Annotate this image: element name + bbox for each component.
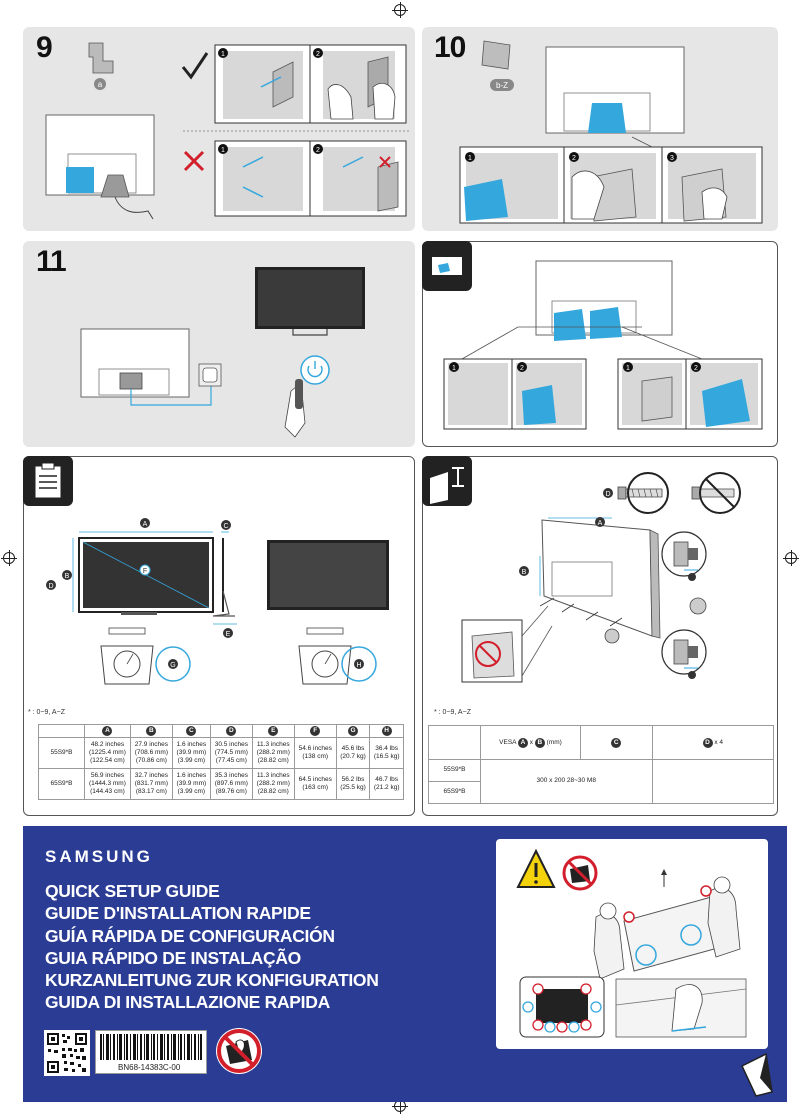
spec-col-e: E	[268, 726, 279, 736]
vesa-model: 65S9*B	[428, 781, 481, 804]
vesa-model: 55S9*B	[428, 759, 481, 782]
product-code: BN68-14383C-00	[118, 1063, 181, 1072]
part-a-label: a	[98, 80, 103, 89]
bracket-part-icon	[88, 42, 114, 74]
spec-col-d: D	[226, 726, 237, 736]
dim-e-label: E	[226, 631, 231, 638]
vesa-a-badge: A	[517, 737, 528, 748]
guide-title-it: GUIDA DI INSTALLAZIONE RAPIDA	[45, 992, 330, 1013]
dim-a-label: A	[143, 521, 148, 528]
vesa-unit-label: (mm)	[546, 738, 562, 746]
step-9-number: 9	[36, 31, 53, 64]
dim-f-label: F	[143, 568, 147, 575]
spec-col-f: F	[310, 726, 321, 736]
spec-hint-text: * : 0~9, A~Z	[28, 709, 65, 716]
guide-title-fr: GUIDE D'INSTALLATION RAPIDE	[45, 903, 311, 924]
vesa-hint-text: * : 0~9, A~Z	[434, 709, 471, 716]
spec-col-g: G	[348, 726, 359, 736]
table-row: 55S9*B 300 x 200 28~30 M8	[428, 759, 774, 804]
svg-text:2: 2	[694, 365, 698, 372]
vesa-x-label: x	[529, 738, 534, 746]
guide-titles: QUICK SETUP GUIDE GUIDE D'INSTALLATION R…	[45, 880, 379, 1014]
table-row: 55S9*B 48.2 inches(1225.4 mm)(122.54 cm)…	[38, 737, 404, 769]
screw-d-label: D	[605, 491, 610, 498]
check-mark-icon	[181, 52, 209, 80]
spec-model: 55S9*B	[38, 737, 85, 769]
page-curl-icon	[741, 1052, 773, 1097]
spec-col-b: B	[146, 726, 157, 736]
step-10-number: 10	[434, 31, 466, 64]
crop-mark-icon-right	[783, 550, 799, 566]
carry-illustration	[516, 848, 747, 1038]
spec-col-h: H	[381, 726, 392, 736]
svg-text:1: 1	[626, 365, 630, 372]
dim-d-label: D	[48, 583, 53, 590]
power-button-icon	[300, 355, 330, 385]
dim-c-label: C	[223, 523, 228, 530]
dim-b-label: B	[65, 573, 70, 580]
wall-mount-illustration: D A B	[422, 456, 741, 683]
cover-remove-illustration: 1 2 1 2	[422, 241, 763, 430]
scale-icon-h: H	[298, 627, 377, 685]
vesa-value: 300 x 200 28~30 M8	[480, 759, 653, 804]
guide-title-es: GUÍA RÁPIDA DE CONFIGURACIÓN	[45, 925, 335, 946]
guide-title-pt: GUIA RÁPIDO DE INSTALAÇÃO	[45, 947, 301, 968]
brand-logo: SAMSUNG	[45, 847, 153, 866]
vesa-col-d-suffix: x 4	[714, 738, 723, 746]
scale-icon-g: G	[100, 627, 191, 685]
vesa-col-c: C	[611, 737, 622, 748]
qr-code-icon	[44, 1030, 90, 1076]
step-11-illustration	[80, 267, 365, 438]
dim-g-label: G	[170, 662, 175, 669]
crop-mark-icon-left	[1, 550, 17, 566]
part-bz-label: b-Z	[496, 81, 508, 90]
guide-title-de: KURZANLEITUNG ZUR KONFIGURATION	[45, 970, 379, 991]
step-10-illustration: b-Z 1 2 3	[459, 40, 763, 224]
svg-text:2: 2	[572, 155, 576, 162]
cross-mark-icon	[183, 150, 205, 172]
vesa-b-badge: B	[534, 737, 545, 748]
vesa-label: VESA	[499, 738, 517, 746]
wall-dim-b-label: B	[522, 569, 527, 576]
spec-table: A B C D E F G H 55S9*B 48.2 inches(1225.…	[38, 724, 404, 800]
dimensions-illustration: A B C D E F G H	[23, 456, 389, 685]
spec-col-c: C	[186, 726, 197, 736]
wall-dim-a-label: A	[598, 520, 603, 527]
vesa-col-d: D	[702, 737, 713, 748]
svg-text:2: 2	[316, 147, 320, 154]
barcode-icon	[100, 1034, 202, 1060]
dim-h-label: H	[356, 662, 361, 669]
spec-col-a: A	[102, 726, 113, 736]
vesa-table-header: VESA A x B (mm) C D x 4	[428, 725, 774, 760]
svg-text:3: 3	[670, 155, 674, 162]
table-row: 65S9*B	[428, 781, 774, 804]
guide-title-en: QUICK SETUP GUIDE	[45, 881, 220, 901]
svg-text:1: 1	[221, 147, 225, 154]
svg-text:1: 1	[468, 155, 472, 162]
no-press-screen-icon	[216, 1028, 262, 1074]
cover-part-icon	[481, 40, 511, 70]
svg-text:1: 1	[452, 365, 456, 372]
step-9-illustration: a 1 2 1 2	[45, 42, 411, 220]
vesa-table: VESA A x B (mm) C D x 4 55S9*B 300 x 200…	[428, 725, 774, 804]
step-11-number: 11	[36, 245, 67, 278]
crop-mark-icon-top	[392, 2, 408, 18]
spec-model: 65S9*B	[38, 768, 85, 800]
svg-text:2: 2	[316, 51, 320, 58]
table-row: 65S9*B 56.9 inches(1444.3 mm)(144.43 cm)…	[38, 768, 404, 800]
spec-table-header: A B C D E F G H	[38, 724, 404, 738]
svg-text:1: 1	[221, 51, 225, 58]
svg-text:2: 2	[520, 365, 524, 372]
